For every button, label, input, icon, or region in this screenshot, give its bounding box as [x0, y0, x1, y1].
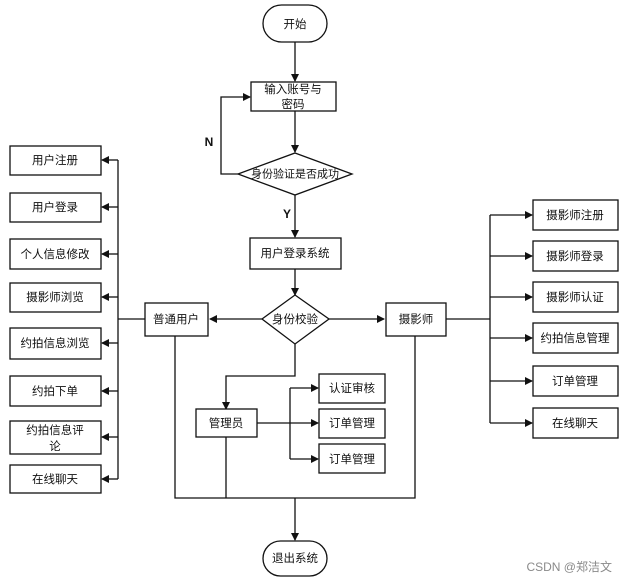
login-system-label: 用户登录系统 [261, 246, 330, 260]
user-fn-chat: 在线聊天 [32, 472, 78, 486]
admin-fn-box [318, 373, 386, 404]
watermark: CSDN @郑洁文 [526, 559, 612, 574]
auth-check-label: 身份验证是否成功 [251, 167, 339, 181]
photographer-fn-box [532, 322, 619, 354]
user-fn-review-line1: 约拍信息评 [26, 423, 84, 437]
user-fn-register: 用户注册 [32, 153, 78, 167]
user-fn-box [9, 192, 102, 223]
input-credentials-box [250, 81, 337, 112]
edge-label-no: N [205, 135, 214, 149]
start-label: 开始 [284, 17, 307, 31]
photographer-fn-register: 摄影师注册 [546, 208, 604, 222]
admin-fn-order-manage: 订单管理 [329, 416, 375, 430]
user-fn-login: 用户登录 [32, 200, 78, 214]
user-fn-browse-photographers: 摄影师浏览 [26, 290, 84, 304]
user-fn-box [9, 238, 102, 270]
role-check-label: 身份校验 [272, 312, 318, 326]
admin-fn-box [318, 443, 386, 474]
auth-check-diamond [236, 152, 354, 196]
user-fn-box [9, 327, 102, 360]
photographer-fn-box [532, 199, 619, 231]
exit-terminal [262, 540, 328, 577]
photographer-fn-chat: 在线聊天 [552, 416, 598, 430]
admin-fn-order-manage-2: 订单管理 [329, 452, 375, 466]
admin-fn-box [318, 408, 386, 439]
photographer-fn-certify: 摄影师认证 [546, 290, 604, 304]
user-fn-profile-edit: 个人信息修改 [21, 247, 90, 261]
user-fn-box [9, 282, 102, 313]
photographer-fn-box [532, 240, 619, 272]
admin-box [195, 408, 258, 438]
edge-label-yes: Y [283, 207, 291, 221]
edge-auth-no-loop [220, 93, 251, 175]
regular-user-box [144, 302, 209, 337]
start-terminal [262, 4, 328, 43]
photographer-fn-login: 摄影师登录 [546, 249, 604, 263]
user-fn-box [9, 420, 102, 455]
admin-function-boxes [318, 373, 386, 474]
regular-user-label: 普通用户 [153, 312, 199, 326]
user-function-boxes [9, 145, 102, 494]
photographer-label: 摄影师 [399, 312, 434, 326]
photographer-function-boxes [532, 199, 619, 439]
photographer-fn-box [532, 365, 619, 397]
user-fn-box [9, 464, 102, 494]
login-system-box [249, 237, 342, 270]
photographer-fn-order-manage: 订单管理 [552, 374, 598, 388]
photographer-fn-shoot-manage: 约拍信息管理 [541, 331, 610, 345]
edge-role-to-admin [222, 344, 296, 410]
photographer-box [385, 302, 447, 337]
input-label-line1: 输入账号与 [264, 82, 322, 96]
admin-fn-cert-review: 认证审核 [329, 381, 375, 395]
user-fn-review-line2: 论 [49, 439, 61, 453]
connectors [101, 42, 533, 541]
user-fn-place-order: 约拍下单 [32, 384, 78, 398]
input-label-line2: 密码 [282, 97, 305, 111]
role-check-diamond [260, 294, 331, 345]
user-fn-browse-shoots: 约拍信息浏览 [21, 336, 90, 350]
exit-label: 退出系统 [272, 551, 318, 565]
admin-label: 管理员 [209, 416, 244, 430]
user-fn-box [9, 145, 102, 176]
photographer-fn-box [532, 407, 619, 439]
user-fn-box [9, 375, 102, 407]
photographer-fn-box [532, 281, 619, 313]
